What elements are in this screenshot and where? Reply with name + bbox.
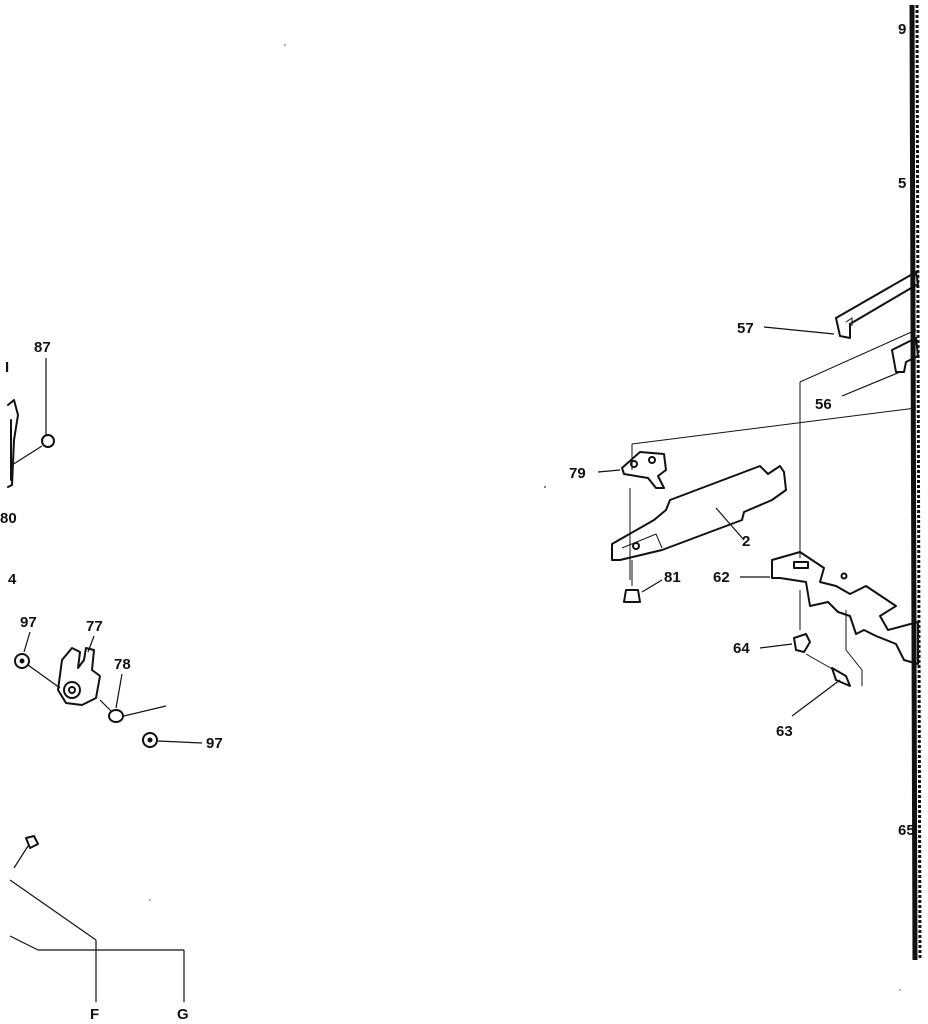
screw-81 bbox=[623, 560, 663, 603]
scan-dots bbox=[149, 44, 901, 991]
washer-97-right bbox=[123, 705, 203, 748]
label-80: 80 bbox=[0, 510, 17, 527]
label-65: 65 bbox=[898, 822, 915, 839]
label-G: G bbox=[177, 1006, 189, 1023]
label-97-right: 97 bbox=[206, 735, 223, 752]
label-78: 78 bbox=[114, 656, 131, 673]
label-97-left: 97 bbox=[20, 614, 37, 631]
bracket-56 bbox=[841, 337, 919, 397]
right-frame-rail bbox=[908, 4, 924, 965]
washer-97-left bbox=[14, 631, 61, 689]
lower-left-lines bbox=[9, 835, 185, 1002]
label-87: 87 bbox=[34, 339, 51, 356]
label-4: 4 bbox=[8, 571, 17, 588]
bracket-62 bbox=[740, 551, 919, 686]
label-1: I bbox=[5, 359, 9, 376]
label-56: 56 bbox=[815, 396, 832, 413]
label-79: 79 bbox=[569, 465, 586, 482]
fastener-64 bbox=[759, 633, 811, 653]
lever-bracket-77 bbox=[57, 635, 101, 706]
washer-78 bbox=[99, 673, 124, 723]
spring-63 bbox=[791, 653, 851, 717]
screw-87 bbox=[11, 358, 55, 466]
label-62: 62 bbox=[713, 569, 730, 586]
clip-79 bbox=[597, 451, 667, 489]
label-63: 63 bbox=[776, 723, 793, 740]
rail-57 bbox=[763, 271, 919, 339]
label-9: 9 bbox=[898, 21, 906, 38]
label-64: 64 bbox=[733, 640, 750, 657]
label-2: 2 bbox=[742, 533, 750, 550]
label-81: 81 bbox=[664, 569, 681, 586]
label-77: 77 bbox=[86, 618, 103, 635]
label-5: 5 bbox=[898, 175, 906, 192]
rail-2 bbox=[611, 465, 787, 561]
label-57: 57 bbox=[737, 320, 754, 337]
label-F: F bbox=[90, 1006, 99, 1023]
left-bracket-assembly bbox=[7, 399, 19, 488]
